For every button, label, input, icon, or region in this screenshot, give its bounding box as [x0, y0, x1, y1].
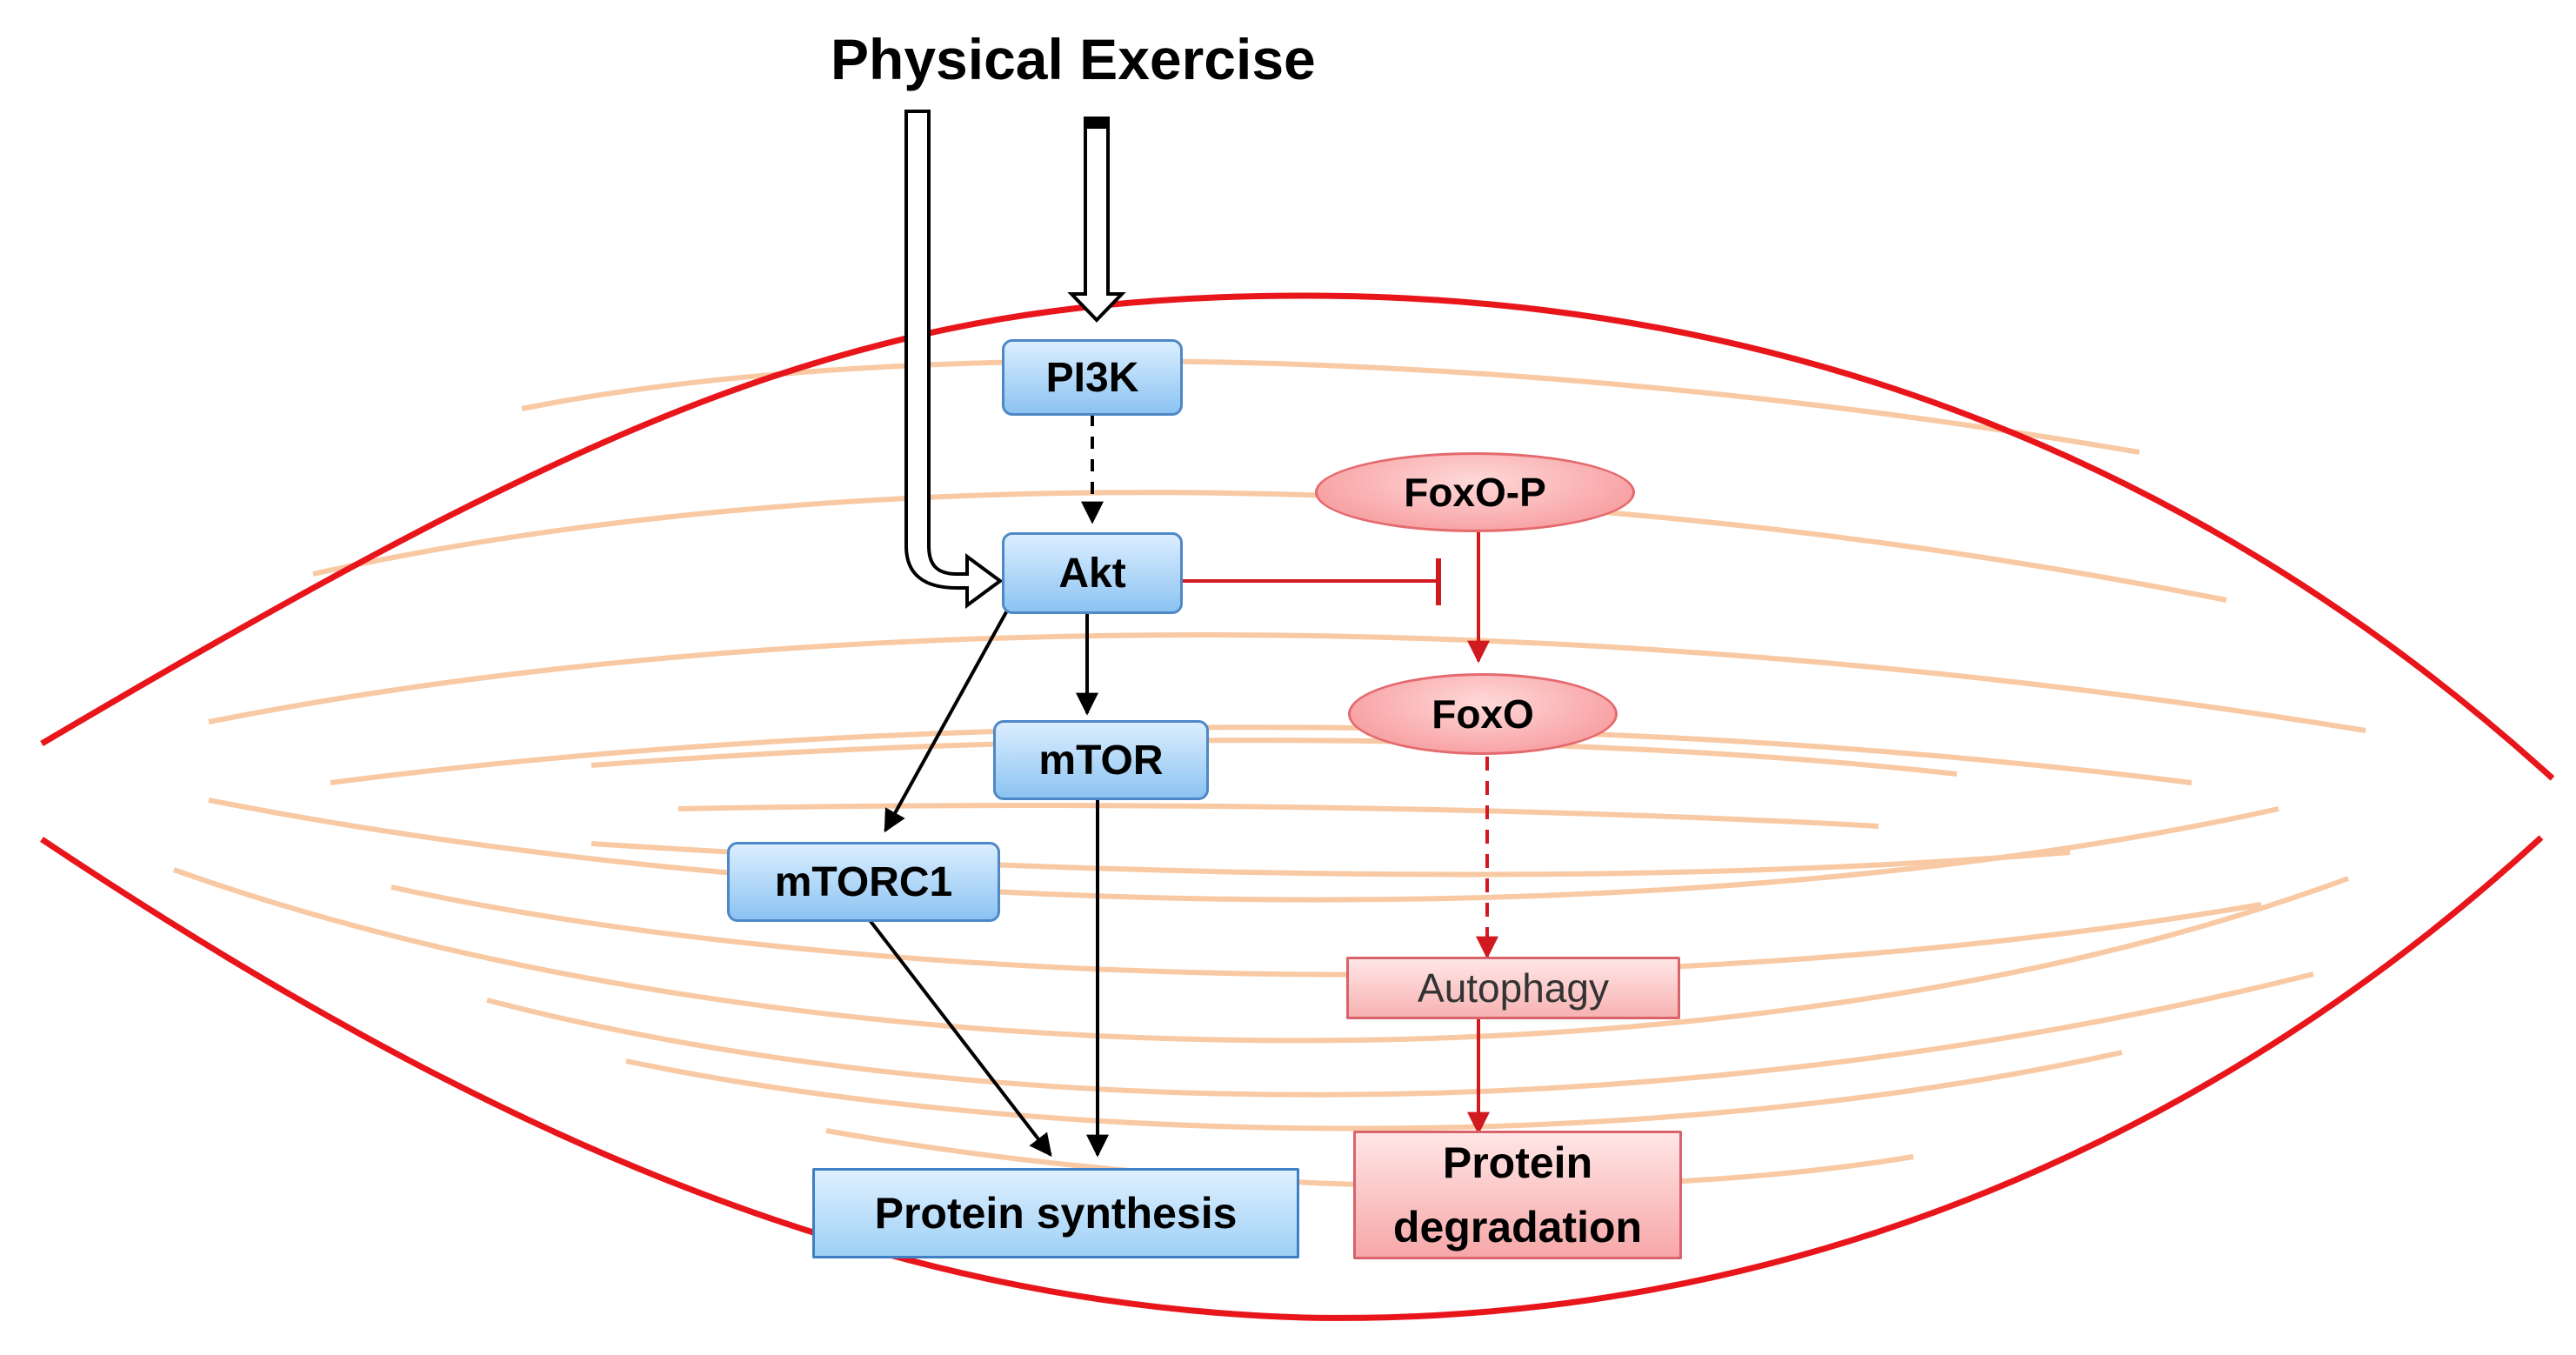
node-protein-degradation: Protein degradation — [1353, 1131, 1682, 1259]
node-autophagy: Autophagy — [1346, 957, 1680, 1019]
muscle-fibers — [172, 358, 2366, 1190]
exercise-arrow-to-pi3k — [1067, 117, 1126, 323]
node-mtor: mTOR — [993, 720, 1209, 800]
node-protein-synthesis: Protein synthesis — [812, 1168, 1299, 1258]
activation-edges — [868, 414, 1109, 1158]
title-physical-exercise: Physical Exercise — [831, 27, 1316, 91]
degradation-edges — [1179, 532, 1498, 1135]
muscle-outline — [40, 292, 2555, 1321]
node-akt: Akt — [1002, 532, 1183, 614]
node-mtorc1: mTORC1 — [727, 842, 1000, 922]
node-pi3k: PI3K — [1002, 339, 1183, 416]
node-foxo: FoxO — [1348, 673, 1618, 755]
protein-degradation-line1: Protein — [1442, 1138, 1593, 1187]
protein-degradation-line2: degradation — [1392, 1203, 1643, 1252]
node-foxo-p: FoxO-P — [1315, 452, 1635, 532]
exercise-arrow-to-akt — [904, 110, 1004, 609]
